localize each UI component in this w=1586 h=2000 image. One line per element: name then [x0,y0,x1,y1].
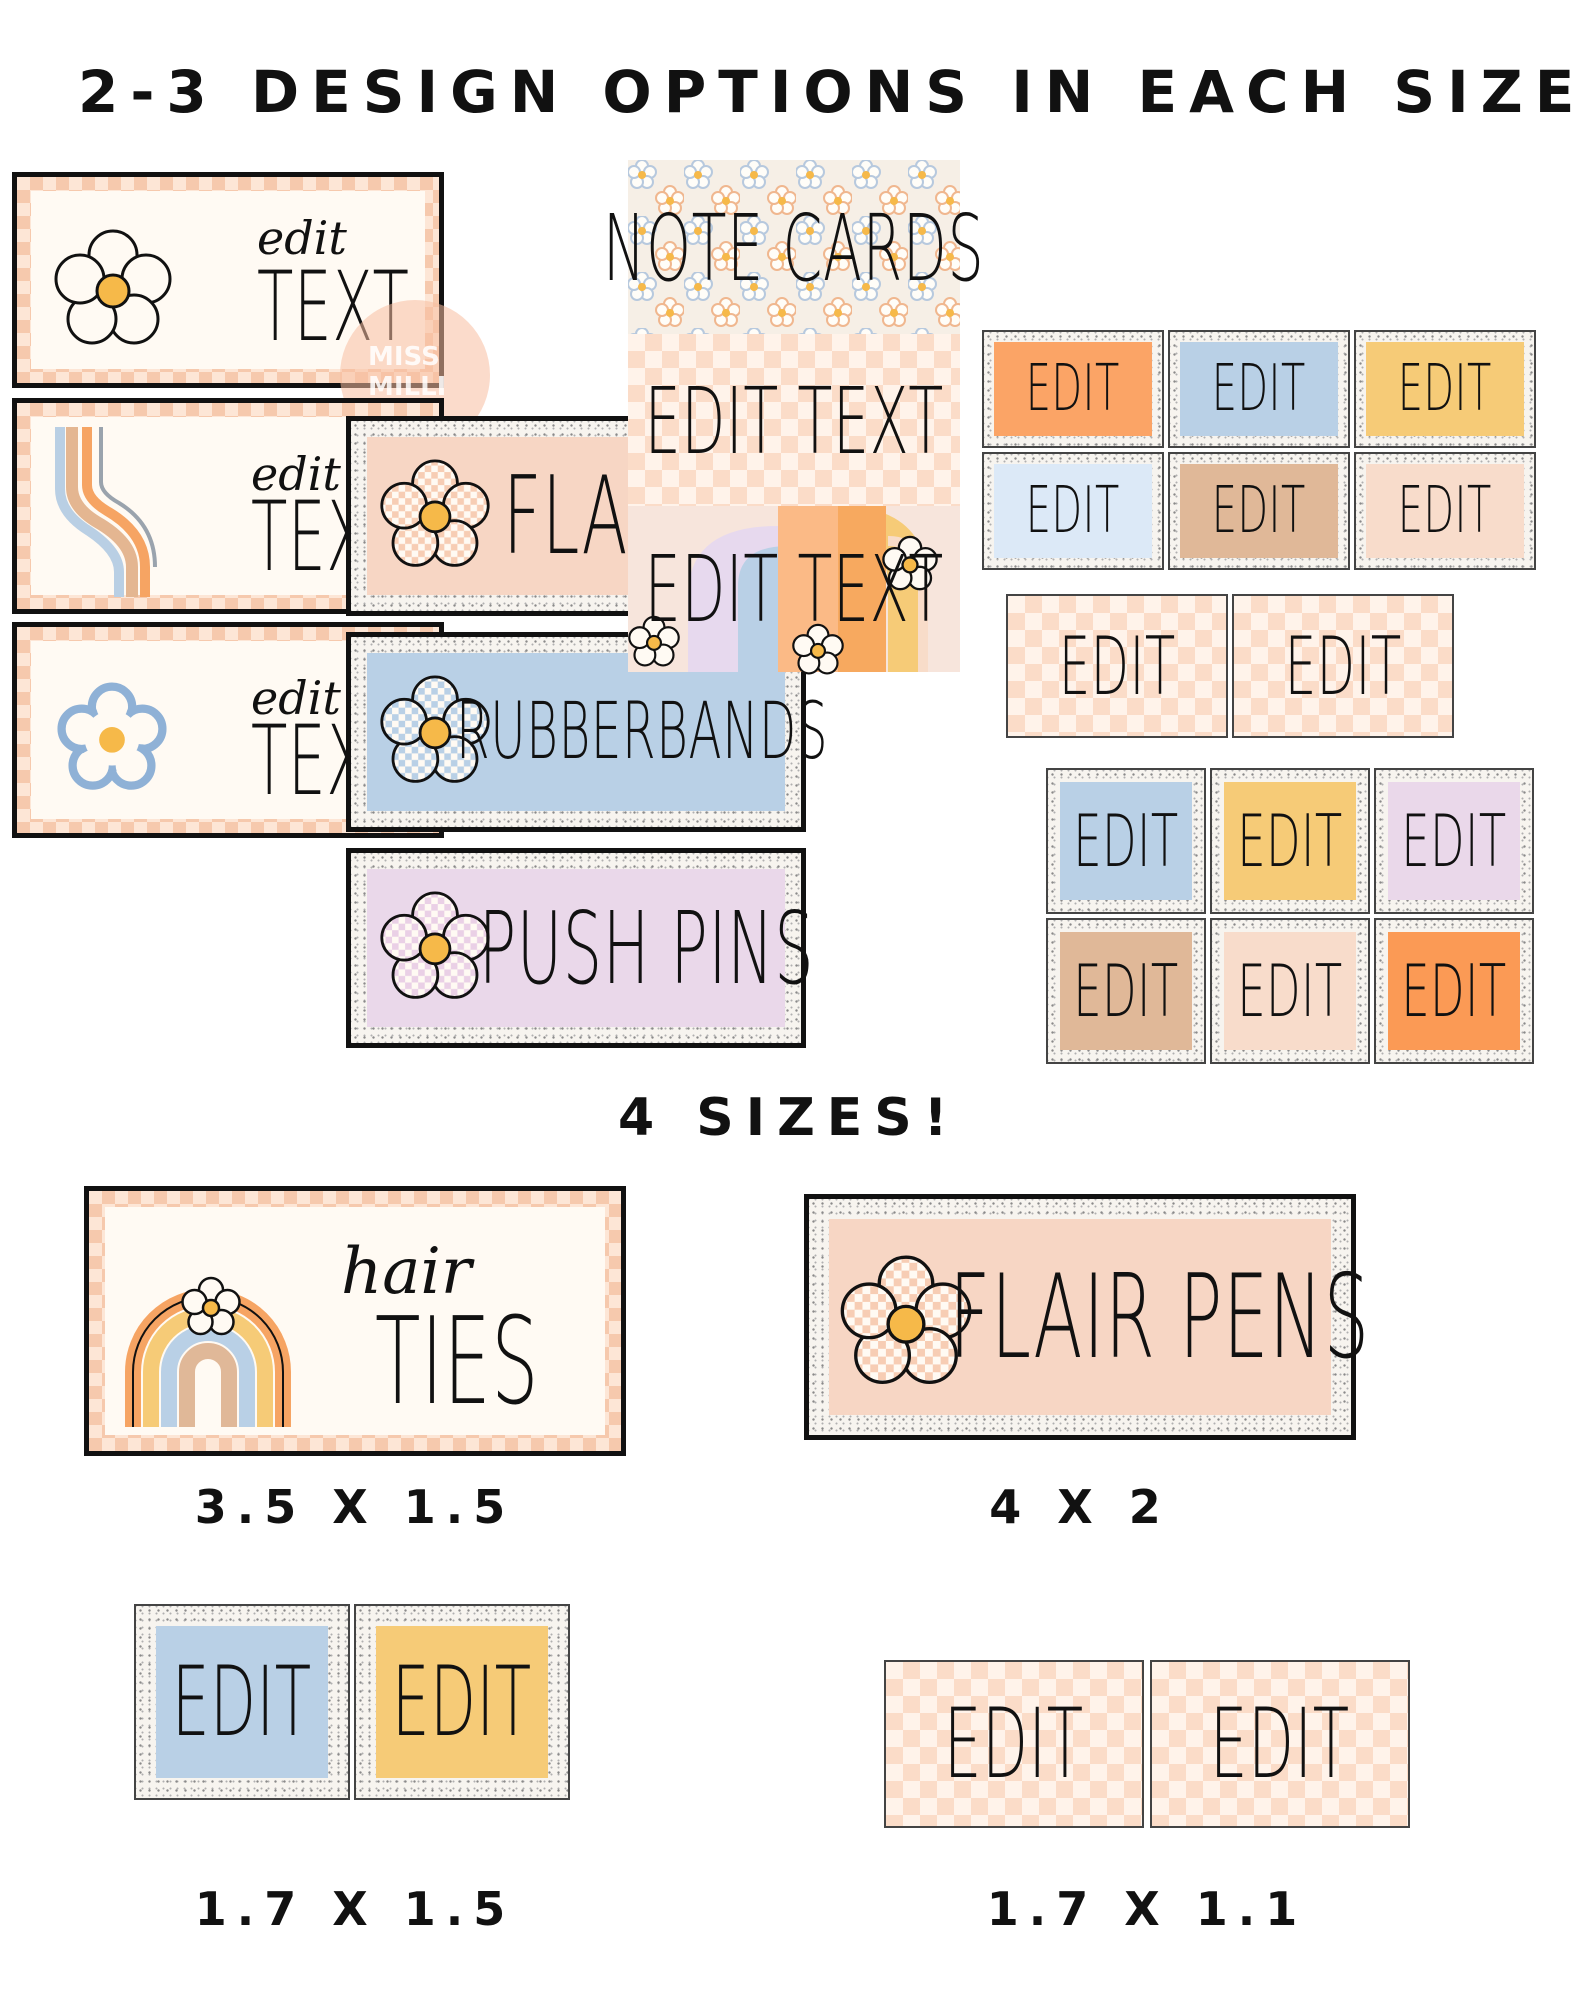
watermark: MISS MILLI [340,300,490,450]
edit-label: EDIT [1397,474,1493,548]
hair-script-text: hair [341,1235,472,1309]
edit-label: EDIT [1025,474,1121,548]
daisy-icon [792,623,844,676]
edit-script-text: edit [257,211,347,265]
note-card-edit-text: EDIT TEXT [644,535,944,643]
blue-daisy-icon [57,682,167,793]
edit-script-text: edit [251,447,341,501]
flair-pens-card: FLAIR PENS [804,1194,1369,1440]
sample-4-cards: EDIT EDIT [884,1660,1410,1828]
rainbow-icon [123,1276,293,1427]
edit-label: EDIT [944,1688,1084,1800]
edit-label: EDIT [1211,474,1307,548]
rainbow-stripe-icon [55,427,157,597]
hair-ties-card: hair TIES [84,1186,626,1456]
note-card-floral: NOTE CARDS [603,160,984,336]
push-pins-text: PUSH PINS [479,889,815,1007]
edit-text-card-2: edit TEXT [12,398,444,614]
rubberbands-text: RUBBERBANDS [455,687,829,777]
edit-label: EDIT [1401,799,1507,883]
note-card-rainbow: EDIT TEXT [628,506,960,675]
sizes-heading: 4 SIZES! [618,1088,960,1148]
daisy-icon [628,615,680,668]
edit-grid-2: EDIT EDIT [1006,594,1456,738]
note-cards-title: NOTE CARDS [603,194,985,302]
edit-label: EDIT [1237,799,1343,883]
edit-label: EDIT [1025,352,1121,426]
edit-grid-3: EDIT EDIT EDIT EDIT EDIT EDIT [1046,768,1538,1066]
rubberbands-card: RUBBERBANDS [346,632,827,832]
push-pins-card: PUSH PINS [346,848,814,1048]
edit-label: EDIT [1284,619,1402,713]
edit-label: EDIT [1073,799,1179,883]
edit-label: EDIT [1237,949,1343,1033]
sample-3-cards: EDIT EDIT [134,1604,576,1802]
size-label-1: 3.5 X 1.5 [194,1480,516,1534]
note-card-checker: EDIT TEXT [628,334,960,508]
edit-label: EDIT [1401,949,1507,1033]
note-card-edit-text: EDIT TEXT [644,367,944,475]
edit-label: EDIT [1073,949,1179,1033]
size-label-3: 1.7 X 1.5 [194,1882,516,1936]
checkered-daisy-icon [379,891,491,1003]
edit-label: EDIT [1397,352,1493,426]
edit-grid-1: EDIT EDIT EDIT EDIT EDIT EDIT [982,330,1538,570]
daisy-icon [53,229,173,349]
flair-pens-text: FLAIR PENS [948,1249,1370,1385]
edit-label: EDIT [1210,1688,1350,1800]
checkered-daisy-icon [379,459,491,571]
checkered-daisy-icon [379,675,491,787]
size-label-4: 1.7 X 1.1 [986,1882,1308,1936]
page-title: 2-3 DESIGN OPTIONS IN EACH SIZE [78,58,1586,126]
daisy-icon [882,535,938,592]
edit-label: EDIT [392,1646,532,1758]
edit-label: EDIT [1211,352,1307,426]
ties-text: TIES [375,1293,540,1432]
size-label-2: 4 X 2 [989,1480,1171,1534]
edit-label: EDIT [1058,619,1176,713]
edit-label: EDIT [172,1646,312,1758]
edit-script-text: edit [251,671,341,725]
checkered-daisy-icon [839,1255,973,1389]
